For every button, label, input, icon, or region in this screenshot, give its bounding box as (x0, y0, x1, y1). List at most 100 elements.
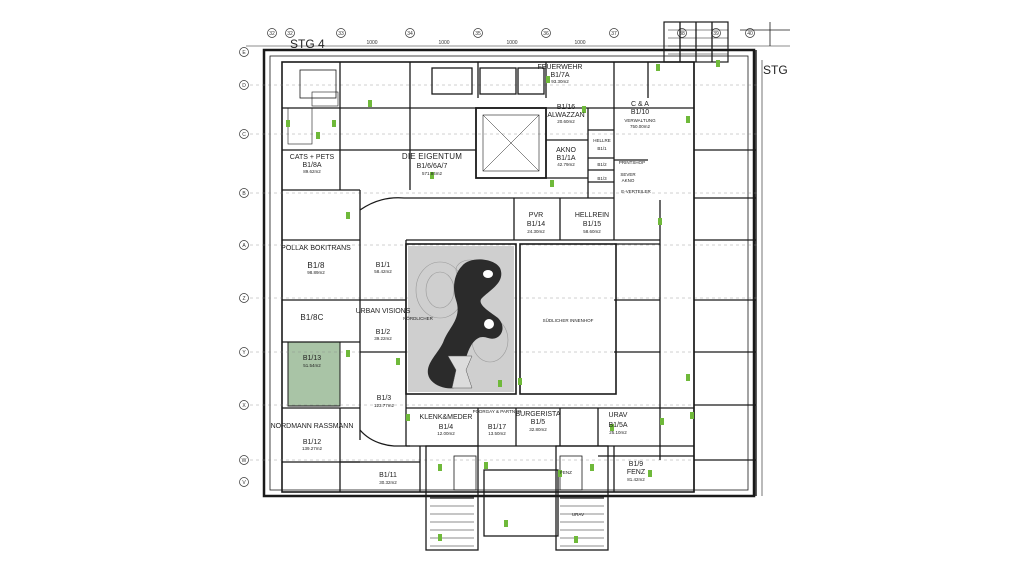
grid-marker: B (239, 188, 249, 198)
svg-text:B1/1A: B1/1A (556, 155, 575, 162)
akno-small-label: AKNO (622, 178, 635, 183)
svg-text:13.50m2: 13.50m2 (488, 431, 506, 436)
svg-text:BURGERISTA: BURGERISTA (516, 411, 561, 418)
svg-text:NORDMANN RASSMANN: NORDMANN RASSMANN (271, 423, 354, 430)
svg-text:B1/12: B1/12 (303, 439, 321, 446)
svg-text:20.60m2: 20.60m2 (557, 119, 575, 124)
room-fenz[interactable]: B1/9 FENZ 81.42m2 (627, 461, 646, 482)
grid-marker: 33 (336, 28, 346, 38)
svg-text:D: D (242, 83, 246, 89)
grid-marker: D (239, 80, 249, 90)
room-akno[interactable]: AKNO B1/1A 42.79m2 (556, 147, 576, 167)
room-b1-16[interactable]: B1/16 ALWAZZAN 20.60m2 (547, 104, 584, 124)
svg-text:C & A: C & A (631, 101, 649, 108)
svg-text:B1/11: B1/11 (379, 472, 397, 479)
grid-lines (250, 84, 760, 461)
dimension-label: 1000 (438, 40, 449, 46)
svg-text:URBAN VISIONS: URBAN VISIONS (356, 308, 411, 315)
room-b1-1[interactable]: B1/1 58.42m2 (374, 262, 392, 274)
svg-text:B: B (242, 191, 246, 197)
grid-marker: 36 (541, 28, 551, 38)
room-b1-8c[interactable]: B1/8C (300, 313, 323, 322)
room-b1-11[interactable]: B1/11 30.32m2 (379, 472, 397, 485)
svg-text:B1/3: B1/3 (377, 395, 392, 402)
dimension-label: 1000 (366, 40, 377, 46)
svg-text:35: 35 (475, 31, 481, 37)
svg-text:X: X (242, 403, 246, 409)
printshop-label: PRINTSHOP (619, 160, 645, 165)
room-podrgay[interactable]: PODRGAY & PARTNER B1/17 13.50m2 (473, 409, 522, 436)
hellre-small-label: HELLRE (593, 138, 611, 143)
svg-text:C: C (242, 132, 246, 138)
courtyard-pavilion (447, 355, 473, 389)
room-labels: FEUERWEHR B1/7A 93.30m2 B1/16 ALWAZZAN 2… (271, 64, 657, 485)
svg-text:30.32m2: 30.32m2 (379, 480, 397, 485)
room-pollak[interactable]: POLLAK BOKITRANS B1/8 98.89m2 (281, 245, 351, 275)
svg-text:POLLAK BOKITRANS: POLLAK BOKITRANS (281, 245, 351, 252)
room-urban-visions[interactable]: URBAN VISIONS B1/2 39.22m2 (356, 308, 411, 341)
svg-text:24.30m2: 24.30m2 (527, 229, 545, 234)
svg-text:33: 33 (338, 31, 344, 37)
room-die-eigentum[interactable]: DIE EIGENTUM B1/6/6A/7 571.84m2 (402, 152, 462, 176)
svg-text:Y: Y (242, 350, 246, 356)
grid-marker: W (239, 455, 249, 465)
room-c-and-a[interactable]: C & A B1/10 VERWALTUNG 750.00m2 (624, 101, 656, 129)
svg-text:DIE EIGENTUM: DIE EIGENTUM (402, 152, 462, 161)
svg-text:Z: Z (242, 296, 245, 302)
small-annotations: PRINTSHOP SEVER AKNO B1/2 B1/3 HELLRE B1… (560, 138, 651, 517)
svg-text:E: E (242, 50, 246, 56)
grid-marker: 32 (267, 28, 277, 38)
svg-text:750.00m2: 750.00m2 (630, 124, 651, 129)
svg-text:URAV: URAV (609, 412, 628, 419)
grid-marker: A (239, 240, 249, 250)
dimension-label: 1000 (574, 40, 585, 46)
grid-marker: Y (239, 347, 249, 357)
svg-text:B1/8C: B1/8C (300, 313, 323, 322)
grid-marker: 32 (285, 28, 295, 38)
b13-small-label: B1/3 (597, 176, 607, 181)
room-klenk-meder[interactable]: KLENK&MEDER B1/4 12.00m2 (420, 414, 473, 436)
room-burgerista[interactable]: BURGERISTA B1/5 32.80m2 (516, 411, 561, 432)
grid-marker: Z (239, 293, 249, 303)
interior-walls (282, 21, 790, 551)
sever-label: SEVER (620, 172, 636, 177)
verteiler-label: E-VERTEILER (621, 189, 651, 194)
room-urav[interactable]: URAV B1/5A 25.10m2 (608, 412, 627, 435)
svg-text:A: A (242, 243, 246, 249)
grid-axis-top: 32 32 33 34 35 36 37 38 39 40 (267, 28, 755, 38)
dimension-label: 1000 (506, 40, 517, 46)
grid-marker: X (239, 400, 249, 410)
svg-text:V: V (242, 480, 246, 486)
grid-marker: 35 (473, 28, 483, 38)
stair-treads (430, 29, 728, 547)
svg-text:B1/15: B1/15 (583, 221, 601, 228)
room-b1-3[interactable]: B1/3 123.77m2 (374, 395, 395, 408)
svg-text:B1/9: B1/9 (629, 461, 644, 468)
grid-marker: E (239, 47, 249, 57)
svg-text:42.79m2: 42.79m2 (557, 162, 575, 167)
svg-text:51.54m2: 51.54m2 (303, 363, 321, 368)
svg-text:34: 34 (407, 31, 413, 37)
svg-text:B1/8: B1/8 (307, 261, 325, 270)
room-nordmann[interactable]: NORDMANN RASSMANN B1/12 139.27m2 (271, 423, 354, 451)
svg-text:25.10m2: 25.10m2 (609, 430, 627, 435)
svg-text:32: 32 (269, 31, 275, 37)
svg-text:123.77m2: 123.77m2 (374, 403, 395, 408)
room-b1-13[interactable]: B1/13 51.54m2 (303, 355, 321, 368)
svg-text:PODRGAY & PARTNER: PODRGAY & PARTNER (473, 409, 522, 414)
svg-text:B1/6/6A/7: B1/6/6A/7 (417, 163, 448, 170)
fire-markers (286, 60, 720, 543)
room-cats-pets[interactable]: CATS + PETS B1/8A 89.62m2 (290, 154, 335, 174)
svg-text:FEUERWEHR: FEUERWEHR (538, 64, 583, 71)
room-pvr[interactable]: PVR B1/14 24.30m2 (527, 212, 545, 234)
svg-text:571.84m2: 571.84m2 (422, 171, 443, 176)
svg-text:40: 40 (747, 31, 753, 37)
room-hellrein[interactable]: HELLREIN B1/15 58.60m2 (575, 212, 609, 234)
svg-text:B1/17: B1/17 (488, 424, 506, 431)
svg-text:39: 39 (713, 31, 719, 37)
svg-text:12.00m2: 12.00m2 (437, 431, 455, 436)
highlighted-unit-b1-13[interactable] (287, 341, 341, 407)
room-feuerwehr[interactable]: FEUERWEHR B1/7A 93.30m2 (538, 64, 583, 84)
svg-text:B1/7A: B1/7A (550, 72, 569, 79)
